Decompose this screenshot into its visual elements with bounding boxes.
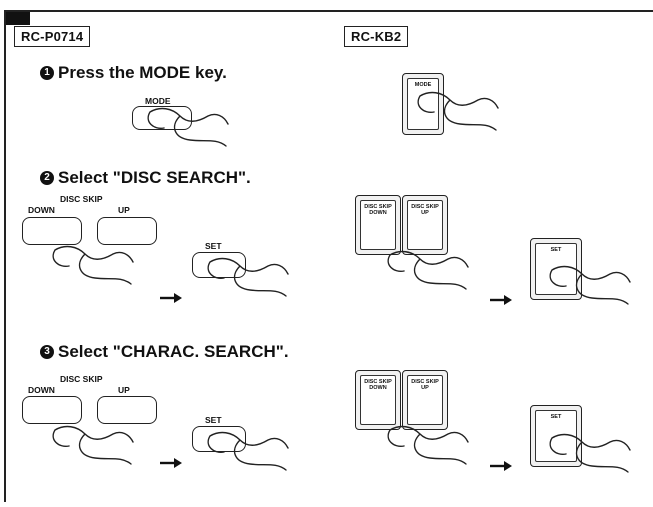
corner-tab-mark xyxy=(6,12,30,25)
down-key-2[interactable] xyxy=(22,396,82,424)
step-text: Press the MODE key. xyxy=(58,63,227,82)
mode-key-label: MODE xyxy=(145,96,171,106)
step-text: Select "CHARAC. SEARCH". xyxy=(58,342,289,361)
up-key-2[interactable] xyxy=(97,396,157,424)
step-1: 1 Press the MODE key. xyxy=(40,63,227,83)
kb-disc-skip-down-key-2[interactable]: DISC SKIP DOWN xyxy=(355,370,401,430)
kb-mode-key-label: MODE xyxy=(407,78,439,130)
down-key[interactable] xyxy=(22,217,82,245)
mode-key[interactable] xyxy=(132,106,192,130)
disc-skip-label-2: DISC SKIP xyxy=(60,374,103,384)
kb-up-key-label-2: DISC SKIP UP xyxy=(407,375,443,425)
set-key-2[interactable] xyxy=(192,426,246,452)
kb-set-key-label-2: SET xyxy=(535,410,577,462)
kb-down-key-label: DISC SKIP DOWN xyxy=(360,200,396,250)
step-3: 3 Select "CHARAC. SEARCH". xyxy=(40,342,289,362)
model-label-left: RC-P0714 xyxy=(14,26,91,47)
instruction-panel xyxy=(4,10,653,502)
kb-disc-skip-up-key-2[interactable]: DISC SKIP UP xyxy=(402,370,448,430)
step-number: 1 xyxy=(40,66,54,80)
kb-disc-skip-up-key[interactable]: DISC SKIP UP xyxy=(402,195,448,255)
kb-disc-skip-down-key[interactable]: DISC SKIP DOWN xyxy=(355,195,401,255)
up-key-label-2: UP xyxy=(118,385,130,395)
set-key-label: SET xyxy=(205,241,222,251)
disc-skip-label: DISC SKIP xyxy=(60,194,103,204)
kb-set-key[interactable]: SET xyxy=(530,238,582,300)
model-label-right: RC-KB2 xyxy=(344,26,409,47)
up-key-label: UP xyxy=(118,205,130,215)
step-number: 3 xyxy=(40,345,54,359)
kb-mode-key[interactable]: MODE xyxy=(402,73,444,135)
set-key[interactable] xyxy=(192,252,246,278)
down-key-label: DOWN xyxy=(28,205,55,215)
kb-down-key-label-2: DISC SKIP DOWN xyxy=(360,375,396,425)
step-2: 2 Select "DISC SEARCH". xyxy=(40,168,251,188)
kb-up-key-label: DISC SKIP UP xyxy=(407,200,443,250)
step-number: 2 xyxy=(40,171,54,185)
set-key-label-2: SET xyxy=(205,415,222,425)
down-key-label-2: DOWN xyxy=(28,385,55,395)
kb-set-key-label: SET xyxy=(535,243,577,295)
up-key[interactable] xyxy=(97,217,157,245)
step-text: Select "DISC SEARCH". xyxy=(58,168,251,187)
kb-set-key-2[interactable]: SET xyxy=(530,405,582,467)
